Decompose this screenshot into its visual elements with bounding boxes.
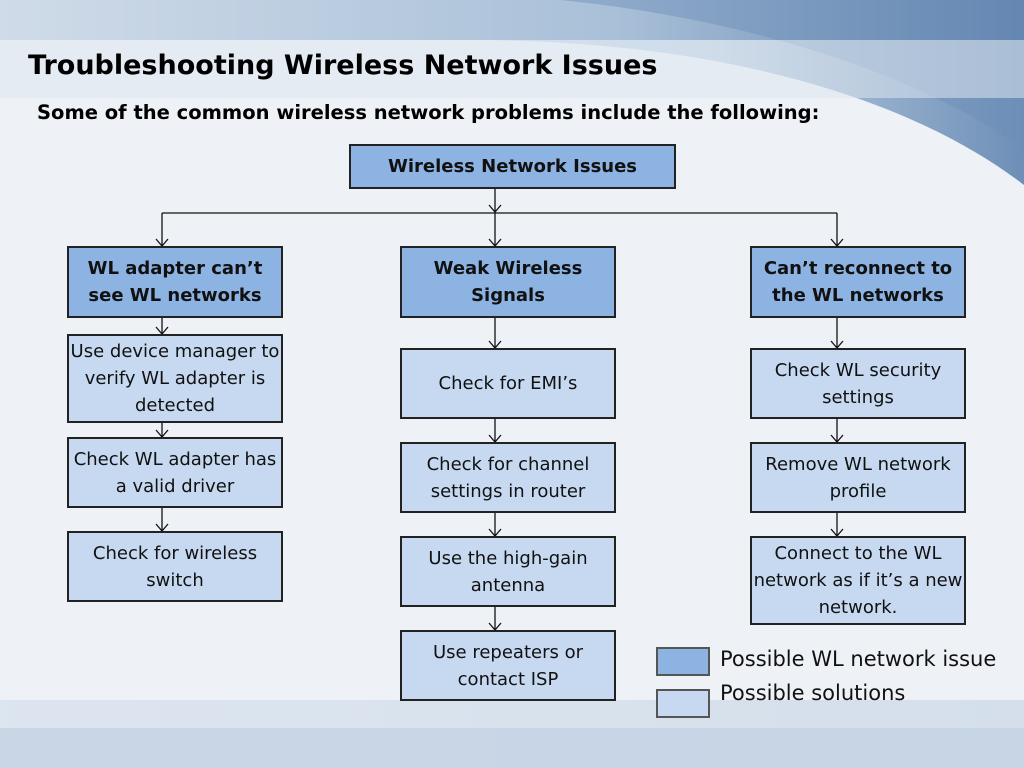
issue-label: WL adapter can’t see WL networks bbox=[87, 258, 263, 306]
solution-box: Remove WL network profile bbox=[750, 442, 966, 513]
solution-box: Use the high-gain antenna bbox=[400, 536, 616, 607]
root-issue-label: Wireless Network Issues bbox=[387, 156, 638, 177]
slide-subtitle: Some of the common wireless network prob… bbox=[37, 101, 820, 124]
solution-box: Check for wireless switch bbox=[67, 531, 283, 602]
solution-label: Remove WL network profile bbox=[765, 453, 951, 502]
issue-label: Can’t reconnect to the WL networks bbox=[763, 258, 953, 306]
solution-label: Check WL security settings bbox=[774, 359, 942, 408]
slide-title: Troubleshooting Wireless Network Issues bbox=[28, 50, 658, 81]
solution-label: Use repeaters or contact ISP bbox=[432, 641, 583, 690]
solution-label: Use device manager to verify WL adapter … bbox=[70, 341, 280, 416]
solution-box: Check WL security settings bbox=[750, 348, 966, 419]
legend-solution-swatch bbox=[656, 689, 710, 718]
solution-label: Check for channel settings in router bbox=[426, 453, 590, 502]
solution-box: Connect to the WL network as if it’s a n… bbox=[750, 536, 966, 625]
issue-label: Weak Wireless Signals bbox=[433, 258, 583, 306]
solution-box: Check for EMI’s bbox=[400, 348, 616, 419]
solution-box: Use repeaters or contact ISP bbox=[400, 630, 616, 701]
solution-label: Use the high-gain antenna bbox=[428, 547, 588, 596]
solution-label: Connect to the WL network as if it’s a n… bbox=[753, 543, 963, 618]
solution-label: Check WL adapter has a valid driver bbox=[73, 448, 277, 497]
issue-box-adapter: WL adapter can’t see WL networks bbox=[67, 246, 283, 318]
root-issue-box: Wireless Network Issues bbox=[349, 144, 676, 189]
solution-label: Check for EMI’s bbox=[438, 373, 578, 394]
solution-box: Check for channel settings in router bbox=[400, 442, 616, 513]
legend-issue-label: Possible WL network issue bbox=[720, 647, 997, 671]
legend-solution-label: Possible solutions bbox=[720, 681, 906, 705]
issue-box-reconnect: Can’t reconnect to the WL networks bbox=[750, 246, 966, 318]
solution-box: Check WL adapter has a valid driver bbox=[67, 437, 283, 508]
issue-box-weak-signal: Weak Wireless Signals bbox=[400, 246, 616, 318]
solution-box: Use device manager to verify WL adapter … bbox=[67, 334, 283, 423]
legend-issue-swatch bbox=[656, 647, 710, 676]
solution-label: Check for wireless switch bbox=[92, 542, 258, 591]
